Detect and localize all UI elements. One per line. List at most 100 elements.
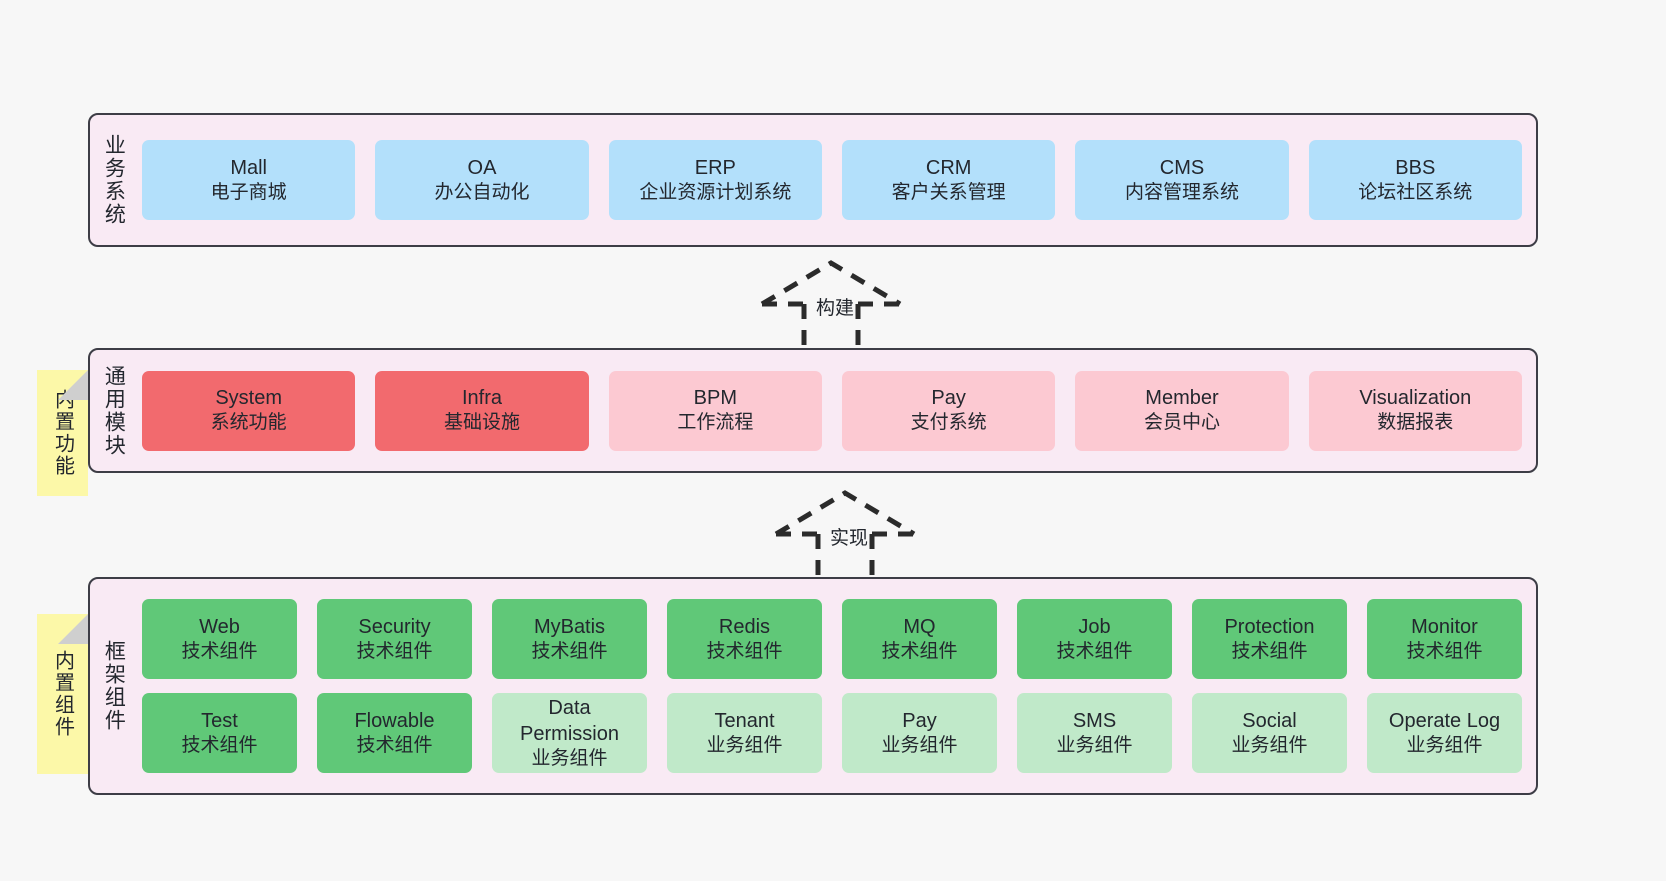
sticky-note-label: 内置组件 <box>51 650 74 738</box>
node-bpm[interactable]: BPM 工作流程 <box>608 370 822 451</box>
node-tenant[interactable]: Tenant 业务组件 <box>667 693 822 773</box>
node-visualization[interactable]: Visualization 数据报表 <box>1308 370 1522 451</box>
node-subtitle: 技术组件 <box>1056 640 1133 662</box>
node-subtitle: 技术组件 <box>1406 640 1483 662</box>
node-title: Protection <box>1224 615 1315 638</box>
node-social[interactable]: Social 业务组件 <box>1192 693 1347 773</box>
node-title: Infra <box>461 387 502 410</box>
section-label-business-systems: 业务系统 <box>102 134 126 226</box>
node-subtitle: 系统功能 <box>210 412 287 434</box>
node-bbs[interactable]: BBS 论坛社区系统 <box>1308 140 1522 220</box>
node-cms[interactable]: CMS 内容管理系统 <box>1075 140 1289 220</box>
section-framework-components: 框架组件 Web 技术组件 Security 技术组件 MyBatis 技术组件… <box>88 577 1538 795</box>
node-pay-component[interactable]: Pay 业务组件 <box>842 693 997 773</box>
node-subtitle: 业务组件 <box>531 747 608 769</box>
node-subtitle: 数据报表 <box>1377 412 1454 434</box>
sticky-note-label: 内置功能 <box>51 389 74 477</box>
build-arrow-icon <box>760 260 902 346</box>
framework-tech-row: Web 技术组件 Security 技术组件 MyBatis 技术组件 Redi… <box>142 599 1522 679</box>
node-title: Member <box>1145 387 1219 410</box>
node-title: Web <box>199 615 240 638</box>
node-erp[interactable]: ERP 企业资源计划系统 <box>608 140 822 220</box>
node-pay[interactable]: Pay 支付系统 <box>841 370 1056 451</box>
section-business-systems: 业务系统 Mall 电子商城 OA 办公自动化 ERP 企业资源计划系统 CRM… <box>88 113 1538 247</box>
node-title: Mall <box>230 156 267 179</box>
section-body-common-modules: System 系统功能 Infra 基础设施 BPM 工作流程 Pay 支付系统… <box>136 350 1536 471</box>
framework-biz-row: Test 技术组件 Flowable 技术组件 Data Permission … <box>142 693 1522 773</box>
node-mybatis[interactable]: MyBatis 技术组件 <box>492 599 647 679</box>
node-title: Job <box>1078 615 1111 638</box>
section-body-business-systems: Mall 电子商城 OA 办公自动化 ERP 企业资源计划系统 CRM 客户关系… <box>136 115 1536 245</box>
node-subtitle: 业务组件 <box>1231 734 1308 756</box>
node-title: System <box>215 387 282 410</box>
node-subtitle: 业务组件 <box>1406 734 1483 756</box>
node-flowable[interactable]: Flowable 技术组件 <box>317 693 472 773</box>
node-job[interactable]: Job 技术组件 <box>1017 599 1172 679</box>
node-subtitle: 技术组件 <box>881 640 958 662</box>
node-subtitle: 技术组件 <box>181 640 258 662</box>
node-monitor[interactable]: Monitor 技术组件 <box>1367 599 1522 679</box>
node-mq[interactable]: MQ 技术组件 <box>842 599 997 679</box>
node-subtitle: 业务组件 <box>706 734 783 756</box>
node-title: Redis <box>718 615 771 638</box>
node-subtitle: 内容管理系统 <box>1124 181 1239 203</box>
node-title: Visualization <box>1359 387 1472 410</box>
node-subtitle: 技术组件 <box>356 640 433 662</box>
node-title: Security <box>358 615 431 638</box>
build-arrow-label: 构建 <box>816 298 855 319</box>
node-subtitle: 企业资源计划系统 <box>639 181 792 203</box>
node-infra[interactable]: Infra 基础设施 <box>375 370 589 451</box>
node-title: MQ <box>903 615 936 638</box>
sticky-note-builtin-features: 内置功能 <box>37 370 88 496</box>
node-subtitle: 支付系统 <box>910 412 987 434</box>
node-web[interactable]: Web 技术组件 <box>142 599 297 679</box>
sticky-note-builtin-components: 内置组件 <box>37 614 88 774</box>
node-subtitle: 技术组件 <box>1231 640 1308 662</box>
node-test[interactable]: Test 技术组件 <box>142 693 297 773</box>
node-subtitle: 论坛社区系统 <box>1358 181 1473 203</box>
section-label-common-modules: 通用模块 <box>102 364 126 457</box>
node-security[interactable]: Security 技术组件 <box>317 599 472 679</box>
node-title: Social <box>1242 709 1297 732</box>
implement-arrow-label: 实现 <box>830 528 869 549</box>
module-node-row: System 系统功能 Infra 基础设施 BPM 工作流程 Pay 支付系统… <box>142 370 1522 451</box>
node-mall[interactable]: Mall 电子商城 <box>142 140 356 220</box>
node-subtitle: 技术组件 <box>356 734 433 756</box>
node-title: CMS <box>1159 156 1205 179</box>
node-redis[interactable]: Redis 技术组件 <box>667 599 822 679</box>
implement-arrow-icon <box>774 490 916 576</box>
node-subtitle: 电子商城 <box>210 181 287 203</box>
node-subtitle: 业务组件 <box>1056 734 1133 756</box>
node-title: SMS <box>1072 709 1117 732</box>
node-operate-log[interactable]: Operate Log 业务组件 <box>1367 693 1522 773</box>
node-title: ERP <box>694 156 736 179</box>
section-common-modules: 通用模块 System 系统功能 Infra 基础设施 BPM 工作流程 Pay… <box>88 348 1538 473</box>
node-title: Pay <box>931 387 966 410</box>
node-member[interactable]: Member 会员中心 <box>1075 370 1289 451</box>
node-title: CRM <box>925 156 972 179</box>
node-title: Pay <box>902 709 937 732</box>
node-subtitle: 业务组件 <box>881 734 958 756</box>
node-protection[interactable]: Protection 技术组件 <box>1192 599 1347 679</box>
node-subtitle: 技术组件 <box>706 640 783 662</box>
implement-arrow: 实现 <box>772 488 918 578</box>
node-subtitle: 技术组件 <box>531 640 608 662</box>
node-sms[interactable]: SMS 业务组件 <box>1017 693 1172 773</box>
node-subtitle: 客户关系管理 <box>891 181 1006 203</box>
section-label-framework-components: 框架组件 <box>102 640 126 732</box>
node-title: BPM <box>693 387 737 410</box>
node-title: Data Permission <box>520 696 619 745</box>
node-subtitle: 技术组件 <box>181 734 258 756</box>
node-title: OA <box>467 156 497 179</box>
build-arrow: 构建 <box>758 258 904 348</box>
node-subtitle: 工作流程 <box>677 412 754 434</box>
node-title: Flowable <box>354 709 435 732</box>
node-oa[interactable]: OA 办公自动化 <box>375 140 589 220</box>
node-title: Tenant <box>714 709 775 732</box>
business-node-row: Mall 电子商城 OA 办公自动化 ERP 企业资源计划系统 CRM 客户关系… <box>142 140 1522 220</box>
node-system[interactable]: System 系统功能 <box>142 370 356 451</box>
node-title: Test <box>201 709 238 732</box>
section-body-framework-components: Web 技术组件 Security 技术组件 MyBatis 技术组件 Redi… <box>136 579 1536 793</box>
node-crm[interactable]: CRM 客户关系管理 <box>841 140 1056 220</box>
node-data-permission[interactable]: Data Permission 业务组件 <box>492 693 647 773</box>
